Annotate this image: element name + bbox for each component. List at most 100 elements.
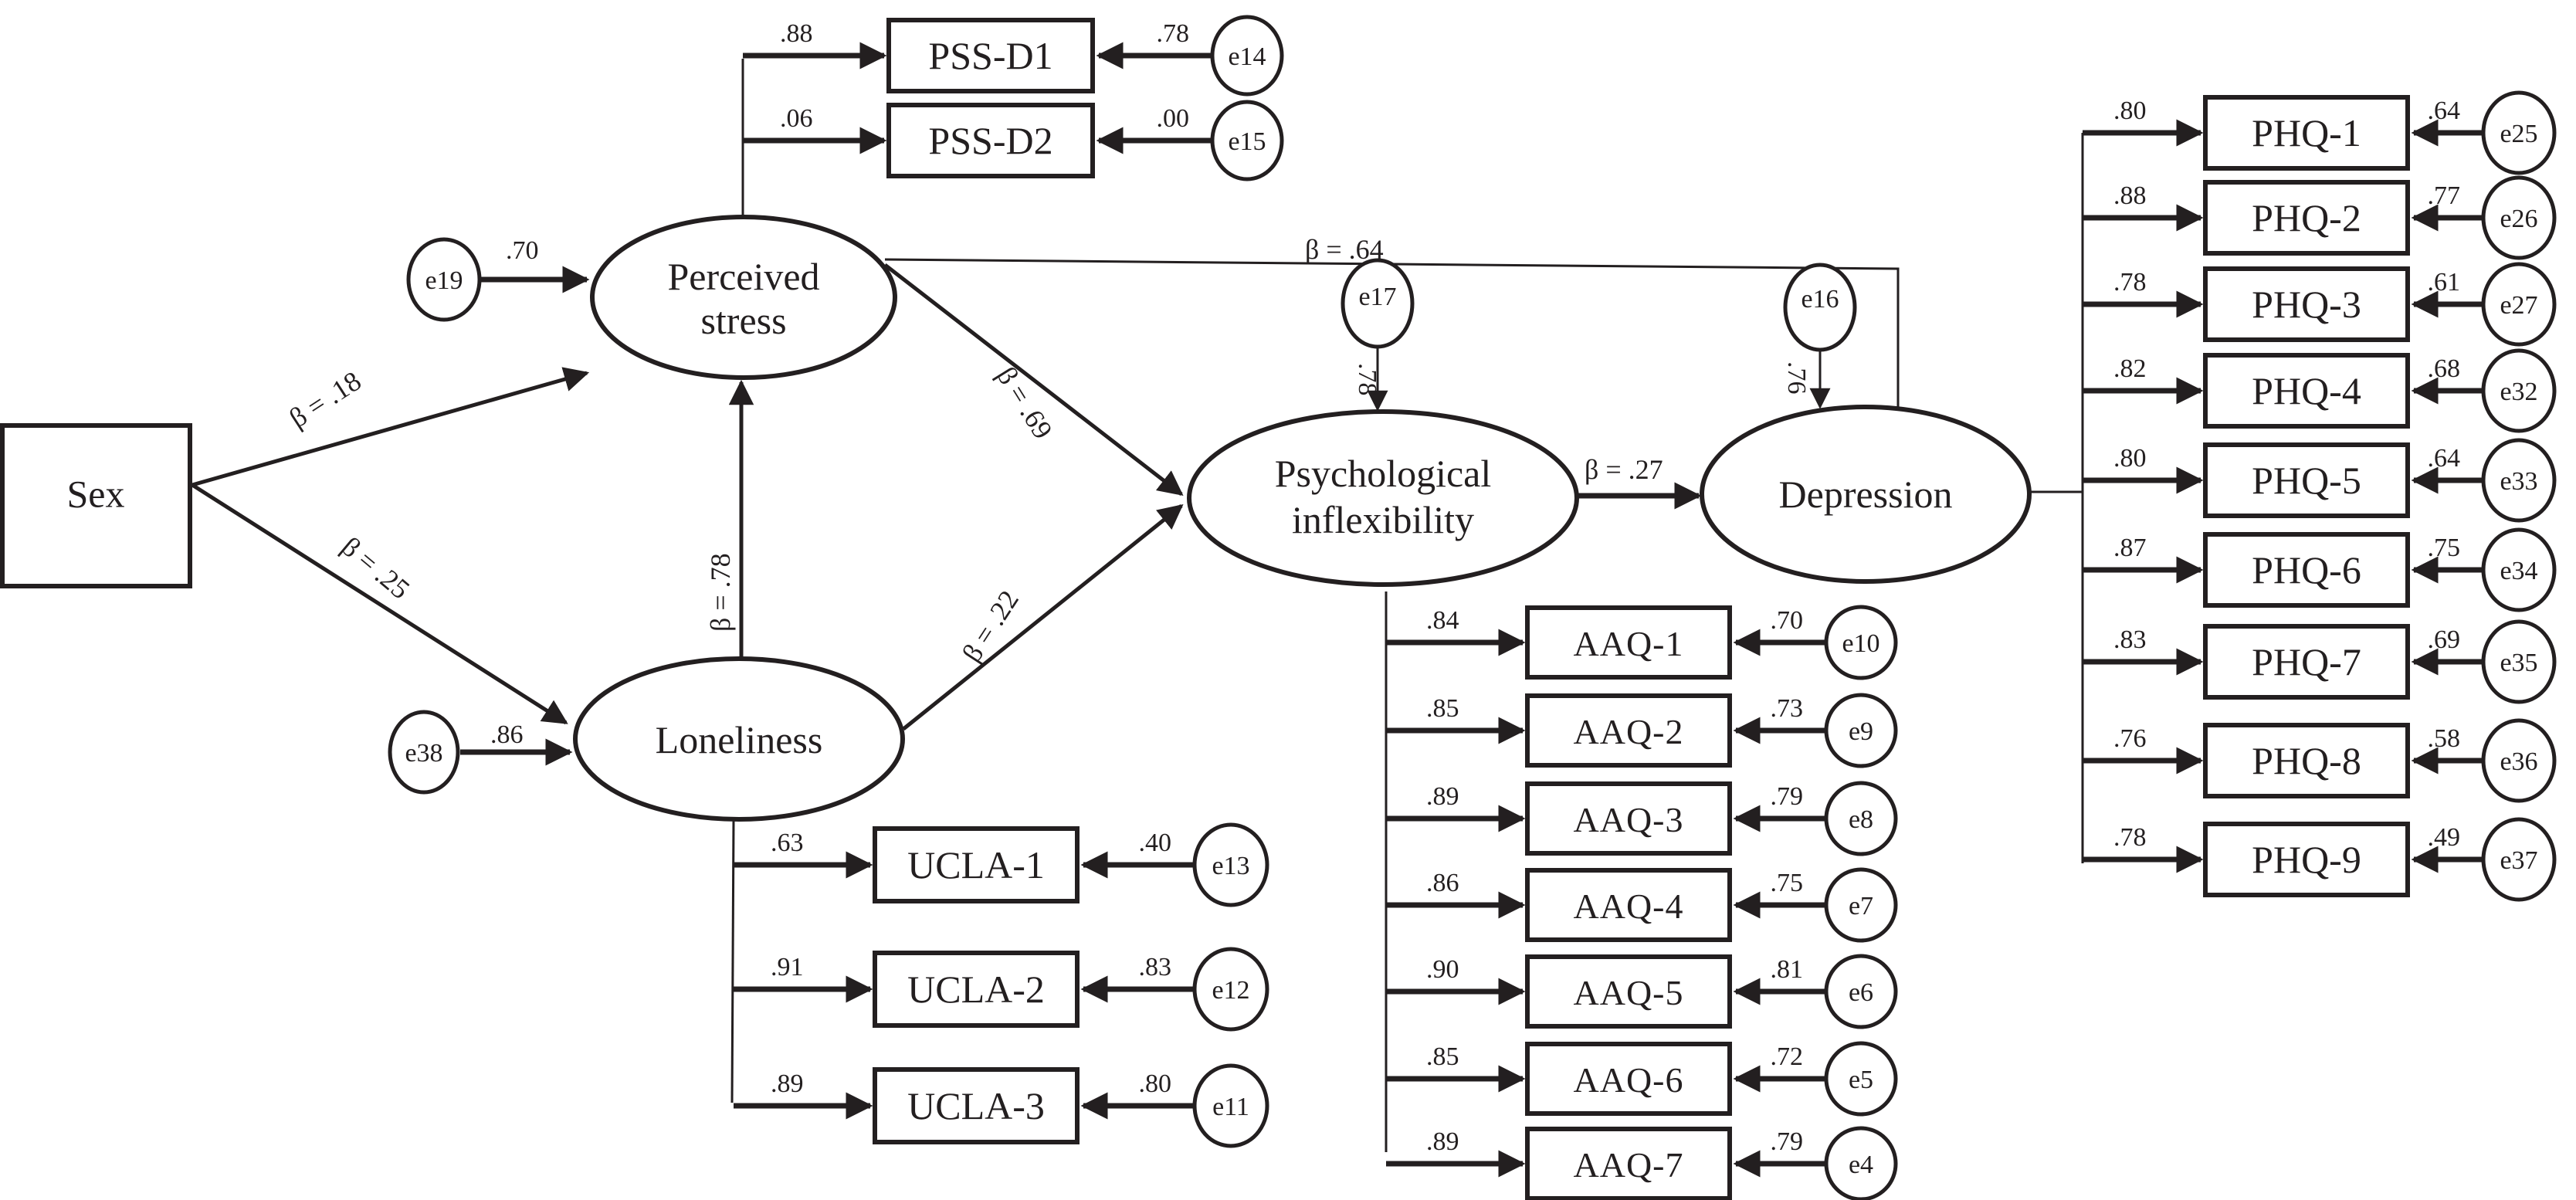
- phq-indicator-label: PHQ-8: [2252, 739, 2361, 782]
- path-sex-to-loneliness: [191, 483, 568, 725]
- phq-indicator-box: [2203, 95, 2410, 171]
- ucla-loading-value: .63: [771, 829, 804, 857]
- latent-depression: Depression: [1700, 405, 2032, 584]
- error-e19: e19: [406, 237, 482, 322]
- aaq-error-label: e5: [1849, 1066, 1873, 1094]
- ucla-error-circle: [1192, 947, 1269, 1032]
- phq-indicator-box: [2203, 723, 2410, 798]
- pss-indicator-box: [886, 103, 1095, 178]
- aaq-error-circle: [1824, 693, 1898, 768]
- aaq-indicator-label: AAQ-4: [1574, 886, 1684, 926]
- latent-depression-label: Depression: [1779, 473, 1953, 516]
- aaq-error-circle: [1824, 954, 1898, 1029]
- aaq-indicator-box: [1525, 693, 1732, 768]
- aaq-loading-value: .86: [1426, 869, 1459, 897]
- aaq-indicator-label: AAQ-3: [1574, 800, 1684, 839]
- phq-error-label: e27: [2500, 291, 2537, 320]
- pss-error-label: e14: [1228, 42, 1266, 71]
- phq-indicator-box: [2203, 266, 2410, 342]
- ucla-error-value: .80: [1139, 1069, 1172, 1098]
- ucla-indicator-label: UCLA-2: [907, 968, 1045, 1011]
- aaq-error-label: e10: [1842, 629, 1879, 658]
- ucla-indicator-box: [873, 1067, 1080, 1144]
- latent-perceived-stress-line1: Perceived: [667, 255, 819, 298]
- aaq-loading-value: .89: [1426, 1127, 1459, 1156]
- phq-loading-value: .78: [2113, 823, 2147, 852]
- error-e38-label: e38: [405, 739, 442, 768]
- aaq-error-value: .75: [1771, 869, 1804, 897]
- aaq-error-circle: [1824, 1126, 1898, 1200]
- phq-error-circle: [2481, 262, 2557, 347]
- error-e16-label: e16: [1801, 285, 1839, 314]
- phq-error-circle: [2481, 718, 2557, 803]
- error-e16: e16: [1783, 263, 1857, 352]
- pss-indicator-box: [886, 18, 1095, 93]
- phq-indicator-box: [2203, 532, 2410, 608]
- phq-error-circle: [2481, 90, 2557, 175]
- phq-error-circle: [2481, 438, 2557, 523]
- latent-loneliness: Loneliness: [573, 656, 905, 822]
- node-sex-label: Sex: [67, 472, 125, 515]
- phq-error-circle: [2481, 348, 2557, 433]
- phq-error-value: .58: [2428, 724, 2461, 753]
- ucla-indicator-box: [873, 951, 1080, 1028]
- aaq-indicator-label: AAQ-1: [1574, 624, 1684, 663]
- loading-e19: .70: [506, 236, 539, 265]
- ucla-indicator-label: UCLA-1: [907, 843, 1045, 886]
- error-e17-label: e17: [1358, 283, 1396, 311]
- phq-indicator-label: PHQ-1: [2252, 111, 2361, 154]
- aaq-indicator-box: [1525, 1127, 1732, 1200]
- aaq-error-circle: [1824, 867, 1898, 943]
- structural-paths: [191, 258, 1909, 731]
- ucla-error-circle: [1192, 822, 1269, 907]
- phq-error-circle: [2481, 619, 2557, 704]
- pss-indicator-label: PSS-D1: [928, 34, 1052, 77]
- ucla-loading-value: .91: [771, 953, 804, 981]
- aaq-error-value: .79: [1771, 782, 1804, 811]
- latent-perceived-stress: Perceived stress: [590, 215, 897, 380]
- phq-error-label: e34: [2500, 557, 2537, 585]
- aaq-error-value: .70: [1771, 606, 1804, 635]
- error-e17: e17: [1341, 258, 1415, 349]
- phq-error-value: .77: [2428, 181, 2461, 210]
- path-stress-to-inflex: [883, 263, 1184, 496]
- phq-loading-value: .87: [2113, 534, 2147, 562]
- phq-error-value: .64: [2428, 97, 2461, 125]
- phq-indicator-label: PHQ-2: [2252, 196, 2361, 239]
- phq-error-label: e25: [2500, 120, 2537, 148]
- error-e38: e38: [388, 710, 460, 795]
- phq-error-value: .68: [2428, 354, 2461, 383]
- beta-sex-loneliness: β = .25: [336, 531, 416, 605]
- phq-error-label: e32: [2500, 378, 2537, 406]
- aaq-error-value: .79: [1771, 1127, 1804, 1156]
- aaq-error-circle: [1824, 605, 1898, 680]
- aaq-indicator-box: [1525, 605, 1732, 680]
- ucla-indicator-label: UCLA-3: [907, 1084, 1045, 1127]
- phq-error-label: e26: [2500, 205, 2537, 233]
- beta-inflex-depression: β = .27: [1585, 454, 1663, 485]
- phq-error-label: e37: [2500, 846, 2537, 875]
- phq-indicator-box: [2203, 180, 2410, 256]
- aaq-error-value: .73: [1771, 694, 1804, 723]
- pss-error-circle: [1210, 15, 1284, 97]
- node-sex: Sex: [0, 423, 192, 588]
- pss-error-value: .00: [1157, 104, 1190, 133]
- aaq-error-label: e4: [1849, 1151, 1873, 1179]
- aaq-loading-value: .85: [1426, 1042, 1459, 1071]
